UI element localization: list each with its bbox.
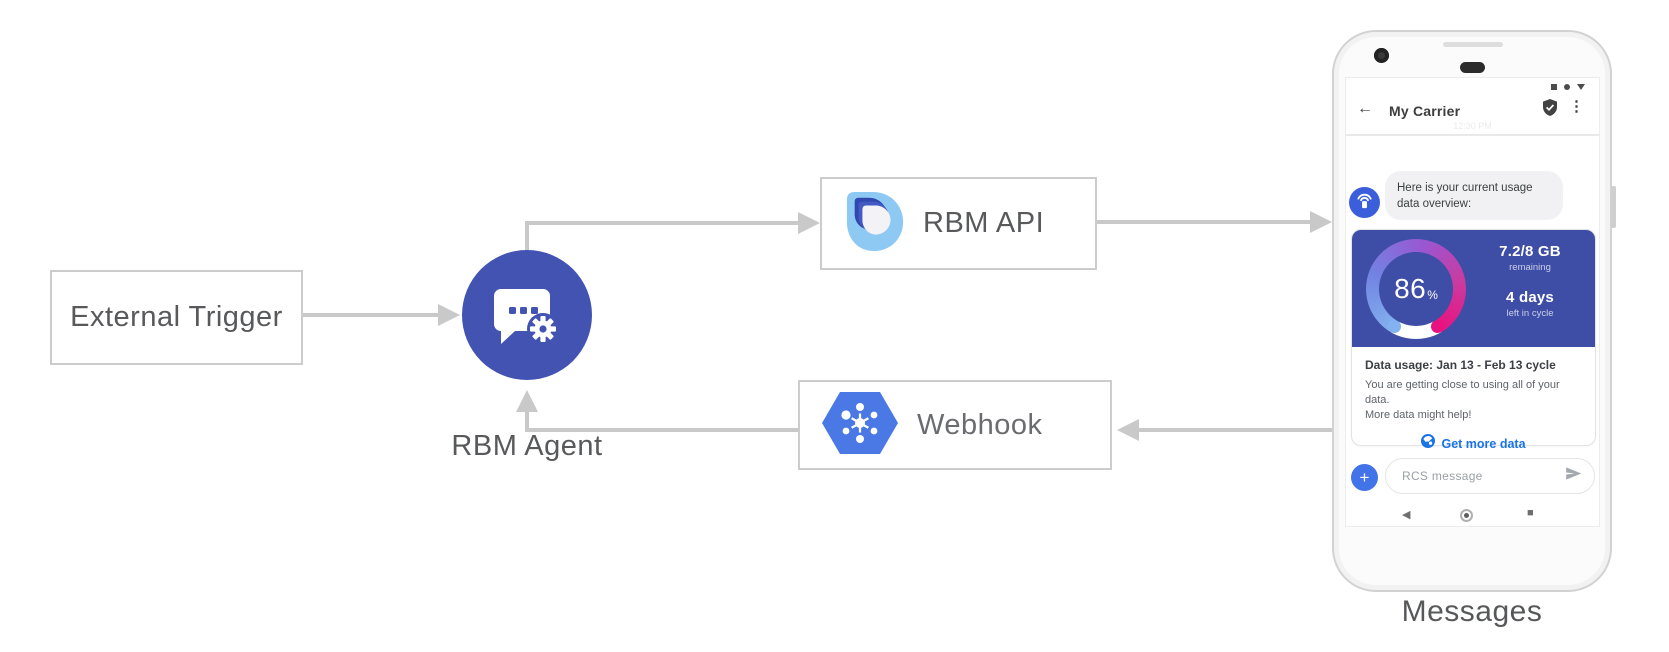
bubble-text-line1: Here is your current usage [1397, 182, 1533, 194]
external-trigger-node: External Trigger [50, 270, 303, 365]
status-battery-icon [1577, 84, 1585, 90]
rbm-api-node: RBM API [820, 177, 1097, 270]
attach-plus-button[interactable]: + [1351, 464, 1378, 491]
gauge-end-cap [1431, 320, 1445, 334]
arrow-trigger-to-agent-line [303, 313, 440, 317]
days-left-value: 4 days [1506, 289, 1554, 306]
hotspot-icon [1355, 191, 1374, 215]
bubble-text-line2: data overview: [1397, 198, 1472, 210]
webhook-cloud-hexagon-icon [819, 388, 901, 463]
rbm-agent-label: RBM Agent [451, 430, 603, 462]
external-trigger-label: External Trigger [70, 301, 283, 333]
phone-earpiece [1460, 62, 1485, 73]
back-arrow-icon[interactable]: ← [1357, 100, 1373, 117]
webhook-node: Webhook [798, 380, 1112, 470]
verified-shield-icon [1542, 99, 1558, 121]
send-icon[interactable] [1565, 466, 1582, 486]
usage-gauge: 86 % [1366, 239, 1466, 339]
phone-caption: Messages [1401, 595, 1543, 628]
status-signal-icon [1551, 84, 1557, 90]
arrow-agent-to-api-hline [525, 221, 800, 225]
rbm-api-label: RBM API [923, 207, 1045, 239]
arrow-agent-to-api-head [798, 212, 820, 234]
webhook-label: Webhook [917, 408, 1043, 441]
get-more-data-label: Get more data [1441, 436, 1526, 451]
message-input-placeholder: RCS message [1402, 469, 1483, 483]
usage-body-line1: You are getting close to using all of yo… [1365, 379, 1560, 406]
overflow-menu-icon[interactable]: ⋮ [1569, 98, 1584, 115]
message-input[interactable]: RCS message [1385, 458, 1595, 494]
phone-speaker-slit [1443, 42, 1503, 47]
phone-screen: ← My Carrier ⋮ 12:30 PM Here is your cur… [1345, 77, 1600, 527]
data-remaining-label: remaining [1509, 262, 1551, 273]
usage-cycle-title: Data usage: Jan 13 - Feb 13 cycle [1365, 358, 1556, 372]
rbm-agent-node [462, 250, 592, 380]
chat-bubble: Here is your current usage data overview… [1385, 171, 1563, 220]
nav-home-button[interactable] [1460, 509, 1473, 522]
nav-back-button[interactable]: ◀ [1402, 509, 1411, 521]
chat-gear-icon [489, 275, 565, 356]
status-bar [1551, 84, 1585, 90]
usage-card-header: 86 % 7.2/8 GB remaining 4 days left in c… [1352, 230, 1595, 347]
arrow-phone-to-webhook-head [1117, 419, 1139, 441]
gauge-percent-sign: % [1427, 288, 1438, 302]
globe-data-icon [1421, 434, 1436, 453]
data-usage-card: 86 % 7.2/8 GB remaining 4 days left in c… [1351, 229, 1596, 451]
header-divider [1346, 134, 1599, 136]
arrow-api-to-phone-line [1097, 220, 1312, 224]
days-left-label: left in cycle [1506, 308, 1554, 319]
conversation-title: My Carrier [1389, 103, 1461, 119]
get-more-data-button[interactable]: Get more data [1365, 434, 1582, 453]
arrow-api-to-phone-head [1310, 211, 1332, 233]
data-remaining-value: 7.2/8 GB [1499, 243, 1561, 260]
arrow-webhook-to-agent-hline [525, 428, 798, 432]
message-timestamp: 12:30 PM [1453, 121, 1492, 131]
gauge-percent-value: 86 [1394, 273, 1427, 304]
arrow-trigger-to-agent-head [438, 304, 460, 326]
gauge-start-cap [1387, 320, 1401, 334]
arrow-phone-to-webhook-line [1139, 428, 1332, 432]
phone-power-button [1611, 186, 1616, 228]
usage-body-line2: More data might help! [1365, 409, 1472, 421]
arrow-webhook-to-agent-vline [525, 408, 529, 432]
arrow-agent-to-api-vline [525, 221, 529, 254]
phone-camera [1374, 48, 1389, 63]
nav-recents-button[interactable]: ■ [1527, 507, 1534, 519]
nav-home-dot [1464, 513, 1469, 518]
status-wifi-icon [1564, 84, 1570, 90]
carrier-avatar [1349, 187, 1380, 218]
usage-card-body: Data usage: Jan 13 - Feb 13 cycle You ar… [1352, 347, 1595, 453]
arrow-webhook-to-agent-head [516, 390, 538, 412]
rbm-api-logo-icon [844, 189, 906, 258]
gauge-hole [1379, 252, 1453, 326]
